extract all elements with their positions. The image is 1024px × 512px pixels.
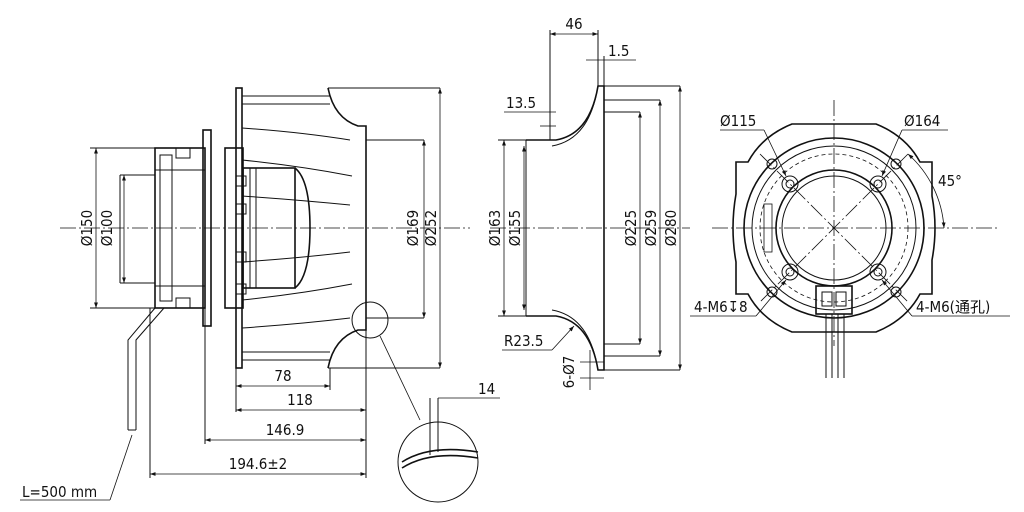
dim-angle-45: 45° (938, 172, 962, 190)
inlet-ring-view: 46 1.5 13.5 Ø163 Ø155 Ø225 Ø259 Ø280 R23… (486, 15, 690, 390)
dim-4-m6-depth8: 4-M6↧8 (694, 298, 748, 316)
dim-d150: Ø150 (78, 210, 96, 246)
dim-h13-5: 13.5 (506, 94, 536, 112)
dim-t1-5: 1.5 (608, 42, 629, 60)
detail-dim-14: 14 (478, 380, 495, 398)
dim-d100: Ø100 (98, 210, 116, 246)
side-view: Ø169 Ø252 Ø150 Ø100 78 118 146.9 194.6±2… (20, 87, 500, 503)
dim-r23-5: R23.5 (504, 332, 543, 350)
dim-w46: 46 (565, 15, 582, 33)
dim-d225: Ø225 (622, 210, 640, 246)
dim-d259: Ø259 (642, 210, 660, 246)
dim-len-78: 78 (274, 367, 291, 385)
dim-d252: Ø252 (422, 210, 440, 246)
dim-d164: Ø164 (904, 112, 940, 130)
dim-holes-6-d7: 6-Ø7 (560, 356, 578, 389)
dim-d115: Ø115 (720, 112, 756, 130)
dim-d163: Ø163 (486, 210, 504, 246)
dim-d169: Ø169 (404, 210, 422, 246)
dim-4-m6-through: 4-M6(通孔) (916, 298, 990, 316)
dim-d155: Ø155 (506, 210, 524, 246)
dim-len-194-6: 194.6±2 (229, 455, 288, 473)
dim-len-146-9: 146.9 (266, 421, 305, 439)
cable-length-label: L=500 mm (22, 483, 97, 501)
dim-d280: Ø280 (662, 210, 680, 246)
dim-len-118: 118 (287, 391, 313, 409)
front-view: Ø115 Ø164 45° 4-M6↧8 4-M6(通孔) (690, 100, 1010, 378)
